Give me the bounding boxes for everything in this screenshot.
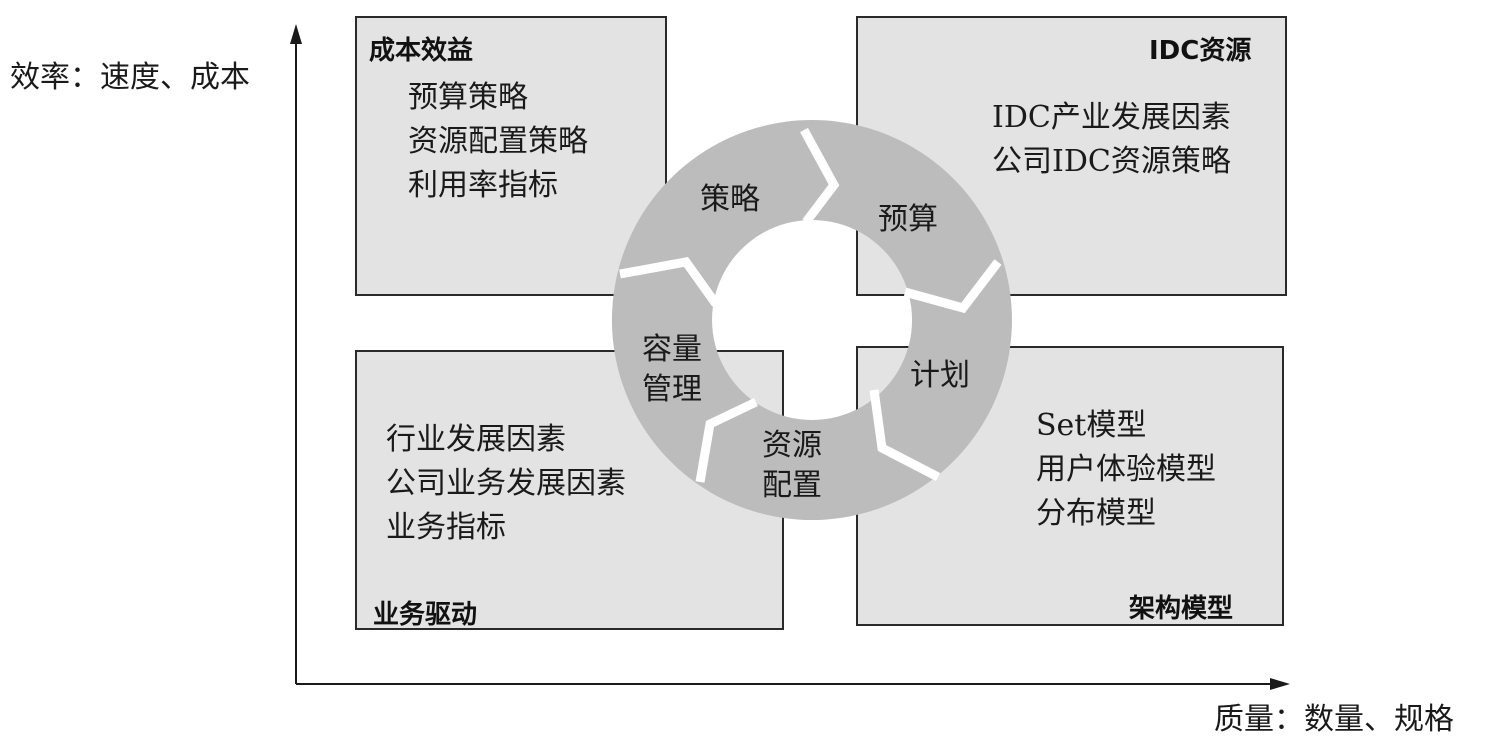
quadrant-cost-benefit-items: 预算策略 资源配置策略 利用率指标 [408, 76, 588, 208]
quadrant-architecture-model-items: Set模型 用户体验模型 分布模型 [1036, 404, 1216, 536]
x-axis-arrow [1270, 678, 1290, 690]
list-item: 用户体验模型 [1036, 452, 1216, 487]
x-axis-label: 质量：数量、规格 [1214, 702, 1454, 737]
list-item: 预算策略 [408, 80, 528, 115]
cycle-stage-strategy: 策略 [700, 182, 760, 217]
cycle-arrow-divider [695, 397, 758, 483]
list-item: 公司业务发展因素 [386, 466, 626, 501]
list-item: 资源配置策略 [408, 124, 588, 159]
y-axis-arrow [290, 24, 302, 44]
y-axis-label: 效率：速度、成本 [10, 60, 250, 95]
list-item: 分布模型 [1036, 496, 1156, 531]
cycle-arrow-divider [869, 389, 941, 481]
quadrant-business-driven-title: 业务驱动 [373, 600, 478, 630]
cycle-stage-budget: 预算 [878, 202, 938, 237]
cycle-arrow-divider [619, 257, 720, 307]
list-item: 行业发展因素 [386, 422, 566, 457]
quadrant-architecture-model-title: 架构模型 [1129, 594, 1234, 624]
list-item: 利用率指标 [408, 168, 558, 203]
cycle-stage-plan: 计划 [910, 358, 970, 393]
list-item: 公司IDC资源策略 [992, 144, 1231, 179]
quadrant-idc-resources-title: IDC资源 [1149, 36, 1252, 66]
list-item: 业务指标 [386, 510, 506, 545]
list-item: IDC产业发展因素 [992, 100, 1231, 135]
quadrant-cost-benefit [355, 16, 667, 296]
quadrant-business-driven-items: 行业发展因素 公司业务发展因素 业务指标 [386, 418, 626, 550]
quadrant-cost-benefit-title: 成本效益 [369, 36, 474, 66]
quadrant-idc-resources-items: IDC产业发展因素 公司IDC资源策略 [992, 96, 1231, 184]
list-item: Set模型 [1036, 408, 1147, 443]
cycle-arrow-divider [903, 259, 1002, 314]
cycle-arrow-divider [800, 127, 840, 225]
cycle-stage-capacity-management: 容量 管理 [642, 332, 702, 407]
cycle-stage-resource-allocation: 资源 配置 [762, 428, 822, 503]
